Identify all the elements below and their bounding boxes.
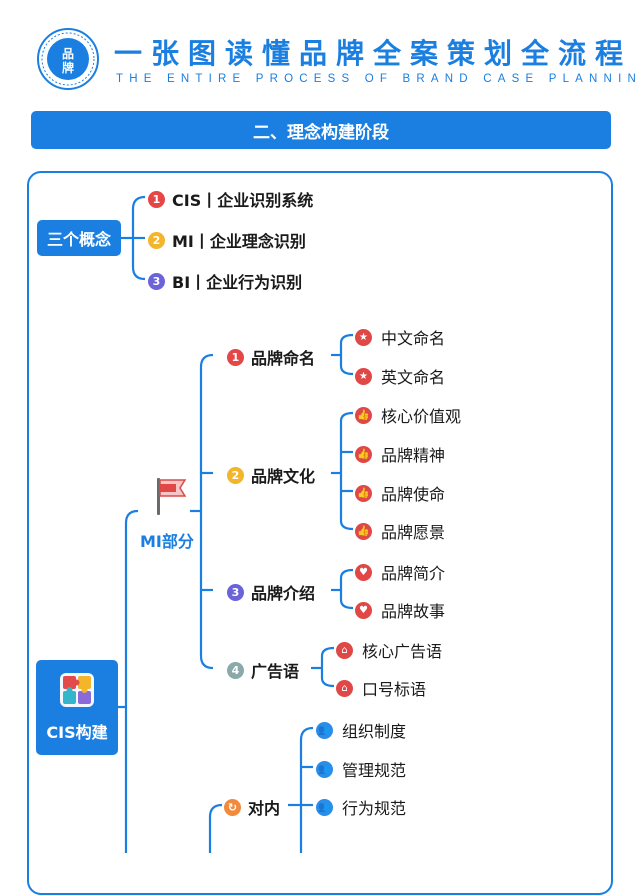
thumbs-up-icon: 👍 [355,522,372,540]
leaf-item: 👍 品牌愿景 [355,519,445,543]
lock-icon: ⌂ [336,679,353,697]
mi-group-label: 广告语 [251,662,300,681]
number-badge-icon: 2 [227,466,244,484]
concept-item-label: BI丨企业行为识别 [172,273,303,292]
leaf-label: 品牌精神 [381,446,446,465]
users-icon: 👥 [316,798,333,816]
page-title: 一张图读懂品牌全案策划全流程 [114,37,633,70]
bi-group-internal: ↻ 对内 [224,795,280,819]
number-badge-icon: 4 [227,661,244,679]
number-badge-icon: 1 [227,348,244,366]
thumbs-up-icon: 👍 [355,484,372,502]
puzzle-icon [60,673,94,707]
leaf-label: 组织制度 [342,722,407,741]
leaf-label: 核心价值观 [381,407,462,426]
leaf-label: 口号标语 [362,680,427,699]
leaf-label: 品牌简介 [381,564,446,583]
star-icon: ★ [355,328,372,346]
mi-part-label: MI部分 [140,532,194,551]
lock-icon: ⌂ [336,641,353,659]
concept-item-label: MI丨企业理念识别 [172,232,306,251]
concept-item-mi: 2 MI丨企业理念识别 [148,228,306,252]
leaf-item: ★ 中文命名 [355,325,445,349]
star-icon: ★ [355,367,372,385]
flag-icon [157,478,187,515]
leaf-item: 👍 品牌精神 [355,442,445,466]
leaf-item: 👥 组织制度 [316,718,406,742]
concept-item-cis: 1 CIS丨企业识别系统 [148,187,313,211]
number-badge-icon: 1 [148,190,165,208]
leaf-item: 👥 管理规范 [316,757,406,781]
concepts-root-box: 三个概念 [37,220,121,256]
users-icon: 👥 [316,760,333,778]
leaf-item: 👥 行为规范 [316,795,406,819]
leaf-label: 品牌故事 [381,602,446,621]
leaf-item: 👍 品牌使命 [355,481,445,505]
page-subtitle: THE ENTIRE PROCESS OF BRAND CASE PLANNIN… [116,73,640,85]
mi-group-label: 品牌命名 [251,349,316,368]
leaf-item: ★ 英文命名 [355,364,445,388]
section-banner: 二、理念构建阶段 [31,111,611,149]
leaf-label: 品牌使命 [381,485,446,504]
number-badge-icon: 2 [148,231,165,249]
thumbs-up-icon: 👍 [355,445,372,463]
cis-root-box: CIS构建 [36,660,118,755]
thumbs-up-icon: 👍 [355,406,372,424]
leaf-item: ⌂ 口号标语 [336,676,426,700]
refresh-icon: ↻ [224,798,241,816]
leaf-label: 管理规范 [342,761,407,780]
leaf-label: 品牌愿景 [381,523,446,542]
concept-item-bi: 3 BI丨企业行为识别 [148,269,302,293]
mi-group-culture: 2 品牌文化 [227,463,315,487]
svg-text:牌: 牌 [62,60,74,75]
mi-group-label: 品牌文化 [251,467,316,486]
connector-lines [118,195,354,853]
cis-root-label: CIS构建 [46,723,108,742]
mi-group-intro: 3 品牌介绍 [227,580,315,604]
number-badge-icon: 3 [227,583,244,601]
mi-group-label: 品牌介绍 [251,584,316,603]
leaf-label: 中文命名 [381,329,446,348]
brand-logo-seal: 品 牌 [37,28,99,90]
bi-group-label: 对内 [248,799,281,818]
leaf-label: 行为规范 [342,799,407,818]
leaf-item: ⌂ 核心广告语 [336,638,442,662]
users-icon: 👥 [316,721,333,739]
heart-icon: ♥ [355,563,372,581]
mi-group-slogan: 4 广告语 [227,658,299,682]
concept-item-label: CIS丨企业识别系统 [172,191,314,210]
leaf-item: ♥ 品牌故事 [355,598,445,622]
leaf-label: 核心广告语 [362,642,443,661]
svg-text:品: 品 [62,47,74,61]
leaf-item: 👍 核心价值观 [355,403,461,427]
heart-icon: ♥ [355,601,372,619]
leaf-item: ♥ 品牌简介 [355,560,445,584]
leaf-label: 英文命名 [381,368,446,387]
number-badge-icon: 3 [148,272,165,290]
mi-group-naming: 1 品牌命名 [227,345,315,369]
